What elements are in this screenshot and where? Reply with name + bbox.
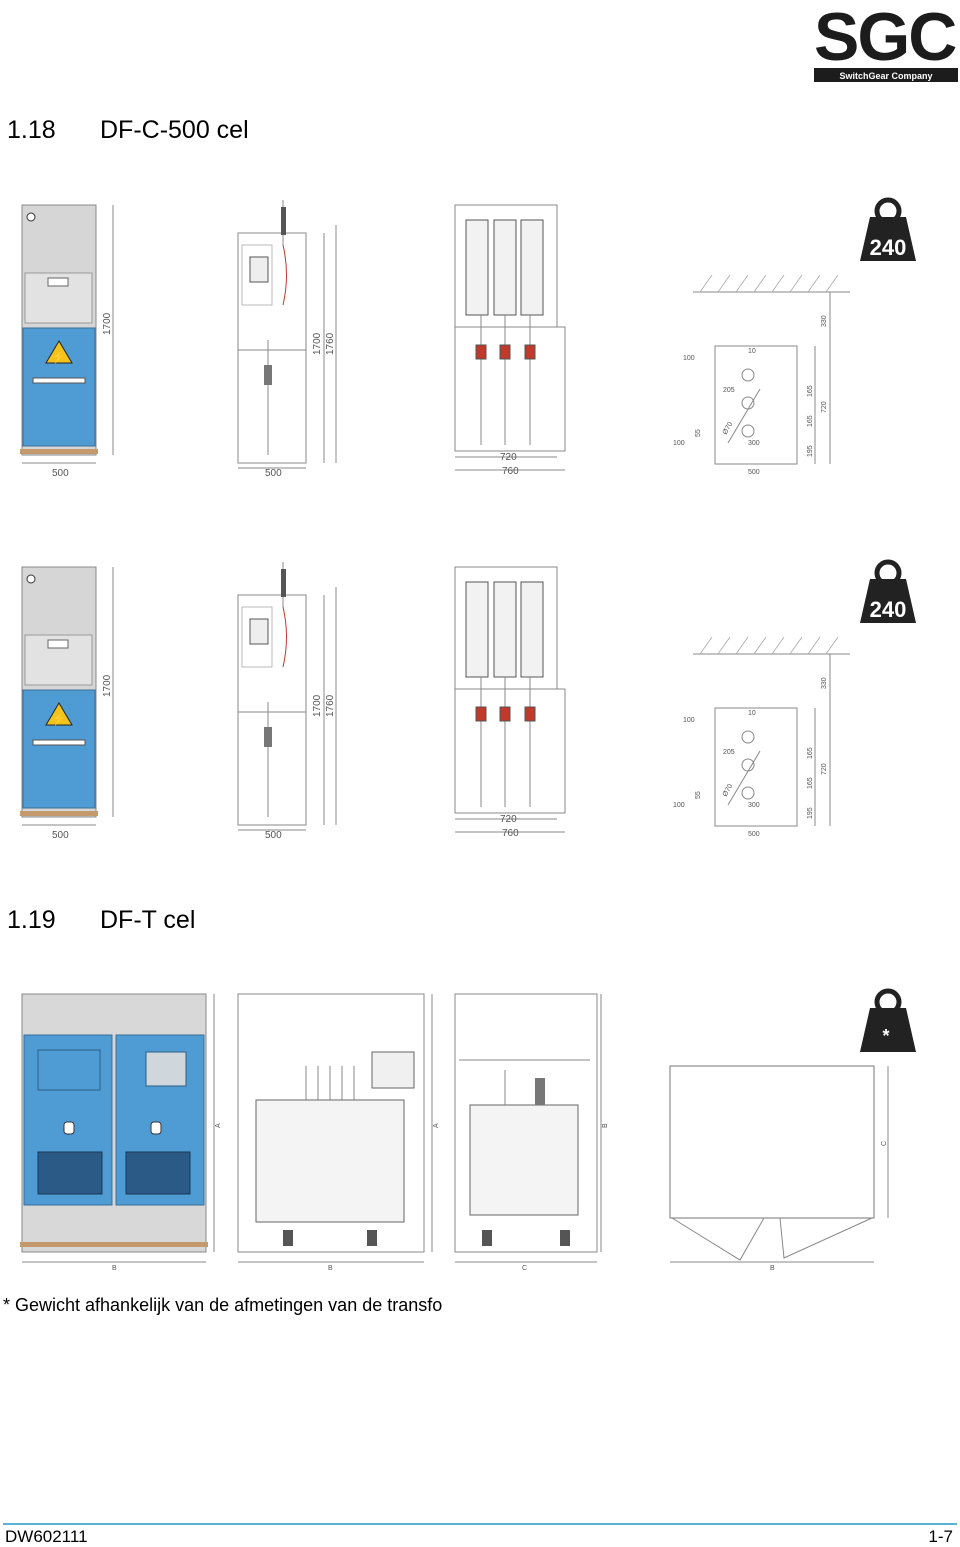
svg-text:300: 300	[748, 802, 760, 809]
svg-text:55: 55	[695, 791, 702, 799]
svg-text:100: 100	[673, 802, 685, 809]
weight-badge: 240	[860, 559, 916, 623]
svg-text:205: 205	[723, 387, 735, 394]
svg-text:B: B	[770, 1265, 775, 1272]
svg-text:B: B	[328, 1265, 333, 1272]
svg-text:240: 240	[870, 597, 907, 622]
svg-text:165: 165	[807, 385, 814, 397]
side-view: A B	[237, 993, 440, 1272]
interior-view: 720 760	[454, 566, 566, 839]
svg-text:1760: 1760	[325, 332, 336, 355]
weight-badge: *	[860, 988, 916, 1052]
section-number: 1.18	[7, 116, 56, 144]
svg-text:C: C	[522, 1265, 527, 1272]
svg-text:10: 10	[748, 710, 756, 717]
logo-letters: SGC	[814, 2, 956, 75]
svg-text:B: B	[112, 1265, 117, 1272]
drawing-set-c500-b: ⚡ 1700 500 1700 1760 500	[0, 527, 960, 847]
svg-text:500: 500	[52, 468, 69, 479]
svg-text:1700: 1700	[102, 674, 113, 697]
section-heading-2: 1.19 DF-T cel	[7, 906, 407, 938]
svg-text:500: 500	[748, 469, 760, 476]
svg-text:195: 195	[807, 445, 814, 457]
svg-text:55: 55	[695, 429, 702, 437]
svg-text:500: 500	[52, 830, 69, 841]
svg-text:*: *	[882, 1026, 889, 1046]
svg-text:1700: 1700	[312, 332, 323, 355]
svg-text:B: B	[602, 1123, 609, 1128]
svg-text:205: 205	[723, 749, 735, 756]
drawing-set-c500-a: ⚡ 1700 500 1700 1760 500	[0, 165, 960, 485]
svg-text:100: 100	[683, 355, 695, 362]
svg-text:720: 720	[821, 401, 828, 413]
page-number: 1-7	[928, 1527, 953, 1546]
front-view: A B	[20, 993, 222, 1272]
sgc-logo: SGC SwitchGear Company	[812, 0, 960, 84]
svg-text:1760: 1760	[325, 694, 336, 717]
svg-text:500: 500	[265, 830, 282, 841]
svg-text:10: 10	[748, 348, 756, 355]
plan-view: 100 10 205 55 100 Ø70 300 500 330 165 16…	[673, 274, 850, 476]
front-view: ⚡ 1700 500	[20, 566, 114, 841]
svg-text:165: 165	[807, 777, 814, 789]
section-number: 1.19	[7, 906, 56, 934]
svg-text:1700: 1700	[102, 312, 113, 335]
svg-text:720: 720	[500, 452, 517, 463]
svg-text:195: 195	[807, 807, 814, 819]
svg-text:720: 720	[821, 763, 828, 775]
side-view: 1700 1760 500	[237, 200, 337, 479]
weight-badge: 240	[860, 197, 916, 261]
interior-view: 720 760	[454, 204, 566, 477]
logo-tagline: SwitchGear Company	[839, 71, 932, 81]
svg-text:240: 240	[870, 235, 907, 260]
svg-text:C: C	[881, 1141, 888, 1146]
drawing-set-t: A B A B B	[0, 980, 960, 1280]
svg-text:330: 330	[821, 315, 828, 327]
svg-text:⚡: ⚡	[52, 350, 67, 364]
section-heading-1: 1.18 DF-C-500 cel	[7, 116, 407, 148]
footer-divider	[3, 1523, 957, 1525]
document-id: DW602111	[5, 1527, 88, 1546]
svg-text:⚡: ⚡	[52, 712, 67, 726]
side-view-2: B C	[454, 993, 609, 1272]
svg-text:300: 300	[748, 440, 760, 447]
svg-text:165: 165	[807, 415, 814, 427]
plan-view: 100 10 205 55 100 Ø70 300 500 330 165 16…	[673, 636, 850, 838]
svg-text:1700: 1700	[312, 694, 323, 717]
svg-text:Ø70: Ø70	[722, 783, 735, 798]
svg-text:100: 100	[683, 717, 695, 724]
svg-text:A: A	[215, 1123, 222, 1128]
svg-text:A: A	[433, 1123, 440, 1128]
plan-view: C B	[669, 1065, 889, 1272]
svg-text:330: 330	[821, 677, 828, 689]
section-title: DF-C-500 cel	[100, 116, 249, 144]
front-view: ⚡ 1700 500	[20, 204, 114, 479]
weight-footnote: * Gewicht afhankelijk van de afmetingen …	[3, 1295, 443, 1315]
svg-text:Ø70: Ø70	[722, 421, 735, 436]
svg-text:165: 165	[807, 747, 814, 759]
section-title: DF-T cel	[100, 906, 196, 934]
side-view: 1700 1760 500	[237, 562, 337, 841]
svg-text:500: 500	[265, 468, 282, 479]
svg-text:760: 760	[502, 828, 519, 839]
svg-text:720: 720	[500, 814, 517, 825]
svg-text:100: 100	[673, 440, 685, 447]
svg-text:760: 760	[502, 466, 519, 477]
svg-text:500: 500	[748, 831, 760, 838]
